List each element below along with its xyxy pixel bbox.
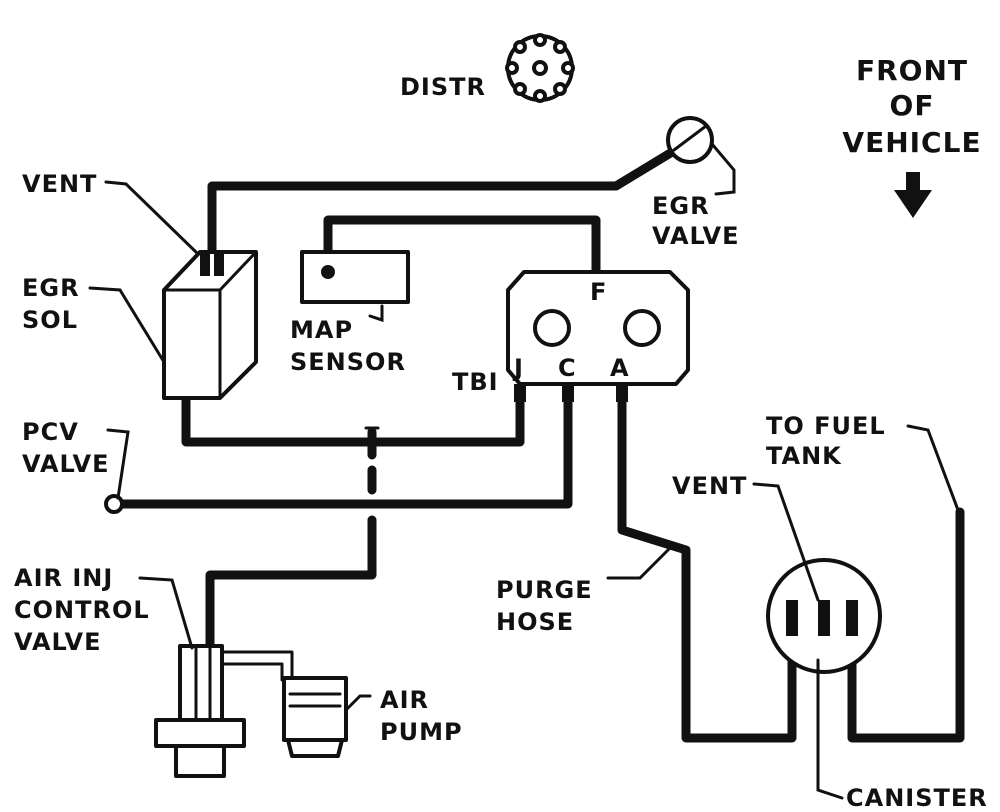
egr-valve-label-line2: VALVE xyxy=(652,222,739,250)
air-inj-label-line1: AIR INJ xyxy=(14,564,113,592)
egr-solenoid xyxy=(162,250,258,400)
canister-label: CANISTER xyxy=(846,784,988,812)
hose-pcv-to-tbi-c xyxy=(113,393,573,509)
hose-to-fuel-tank xyxy=(847,507,965,743)
tbi-port-c-label: C xyxy=(558,354,577,382)
canister xyxy=(766,558,882,674)
hose-map-to-tbi-f xyxy=(323,215,601,277)
tbi-label: TBI xyxy=(452,368,499,396)
purge-hose-label-line1: PURGE xyxy=(496,576,593,604)
hose-air-inj-to-tbi xyxy=(205,427,377,655)
air-pump xyxy=(282,676,348,758)
purge-hose-label-line2: HOSE xyxy=(496,608,574,636)
front-label-line2: OF xyxy=(890,89,935,122)
distributor-cap-icon xyxy=(505,33,575,103)
leader-map-sensor xyxy=(368,304,384,323)
front-label-line1: FRONT xyxy=(856,54,968,87)
to-fuel-tank-label-line2: TANK xyxy=(766,442,842,470)
leader-canister xyxy=(816,658,844,800)
hose-egr-sol-to-egr-valve xyxy=(207,141,687,265)
egr-valve xyxy=(666,116,714,164)
leader-air-pump xyxy=(344,694,372,712)
leader-egr-sol xyxy=(88,286,166,364)
pcv-valve-label-line2: VALVE xyxy=(22,450,109,478)
front-label-line3: VEHICLE xyxy=(842,126,981,159)
to-fuel-tank-label-line1: TO FUEL xyxy=(766,412,886,440)
air-pump-label-line1: AIR xyxy=(380,686,429,714)
leader-purge-hose xyxy=(606,544,674,580)
air-inj-control-valve xyxy=(154,644,246,778)
egr-valve-label-line1: EGR xyxy=(652,192,710,220)
air-pump-label-line2: PUMP xyxy=(380,718,463,746)
purge-hose xyxy=(617,393,797,743)
vent-canister-label: VENT xyxy=(672,472,747,500)
distr-label: DISTR xyxy=(400,73,486,101)
leader-air-inj xyxy=(138,576,194,650)
tbi-port-j-label: J xyxy=(512,354,524,382)
tbi-unit xyxy=(506,270,690,402)
leader-pcv xyxy=(106,428,130,500)
map-sensor-label-line1: MAP xyxy=(290,316,353,344)
tbi-port-a-label: A xyxy=(610,354,630,382)
pcv-valve-label-line1: PCV xyxy=(22,418,79,446)
air-inj-label-line2: CONTROL xyxy=(14,596,150,624)
map-sensor xyxy=(300,250,410,304)
tube-air-inj-to-pump xyxy=(222,650,294,682)
egr-sol-label-line2: SOL xyxy=(22,306,78,334)
leader-egr-valve xyxy=(710,142,736,196)
egr-sol-label-line1: EGR xyxy=(22,274,80,302)
map-sensor-label-line2: SENSOR xyxy=(290,348,406,376)
leader-fuel-tank xyxy=(906,424,960,512)
air-inj-label-line3: VALVE xyxy=(14,628,101,656)
leader-vent-top xyxy=(104,180,200,256)
tbi-port-f-label: F xyxy=(590,278,607,306)
arrow-down-icon xyxy=(894,172,932,218)
leader-vent-canister xyxy=(752,482,820,602)
hose-egr-sol-to-tbi-j xyxy=(181,393,525,447)
pcv-valve xyxy=(104,494,124,514)
vent-top-label: VENT xyxy=(22,170,97,198)
